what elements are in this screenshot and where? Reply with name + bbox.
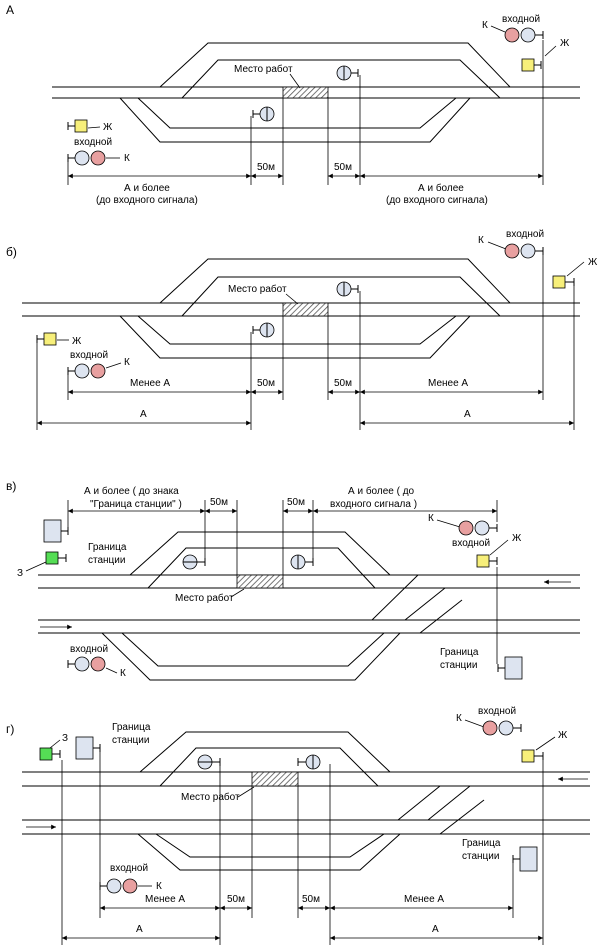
svg-text:А и более ( до: А и более ( до — [348, 485, 415, 497]
svg-text:Граница: Граница — [88, 542, 127, 553]
svg-text:К: К — [478, 235, 484, 246]
svg-text:50м: 50м — [257, 378, 275, 389]
svg-text:входной: входной — [110, 863, 148, 874]
entry-signal-left-g: входной К — [99, 863, 162, 894]
svg-text:станции: станции — [440, 660, 477, 671]
svg-text:А и более: А и более — [124, 182, 170, 194]
station-boundary-left-g: З Граница станции — [39, 722, 151, 761]
entry-signal-left-b: Ж входной К — [36, 332, 130, 379]
svg-text:Менее А: Менее А — [145, 894, 185, 905]
svg-text:входной: входной — [502, 14, 540, 25]
svg-text:Менее А: Менее А — [130, 378, 170, 389]
svg-text:входного сигнала ): входного сигнала ) — [330, 499, 417, 510]
svg-text:(до входного сигнала): (до входного сигнала) — [96, 195, 198, 206]
entry-signal-right-v: К входной Ж — [428, 513, 522, 568]
entry-signal-left-v: входной К — [67, 644, 126, 679]
entry-signal-right: входной К Ж — [482, 14, 570, 72]
svg-text:Ж: Ж — [72, 336, 82, 347]
svg-text:станции: станции — [88, 555, 125, 566]
svg-text:К: К — [456, 713, 462, 724]
svg-text:50м: 50м — [257, 162, 275, 173]
svg-text:З: З — [62, 733, 68, 744]
svg-text:"Граница станции" ): "Граница станции" ) — [90, 499, 182, 510]
svg-text:Ж: Ж — [560, 38, 570, 49]
station-boundary-right: Граница станции — [440, 647, 523, 680]
svg-text:А: А — [464, 409, 471, 420]
entry-signal-right-b: входной К Ж — [478, 229, 598, 289]
svg-text:50м: 50м — [227, 894, 245, 905]
svg-text:А и более: А и более — [418, 182, 464, 194]
svg-text:К: К — [156, 881, 162, 892]
svg-text:входной: входной — [74, 137, 112, 148]
svg-text:К: К — [482, 20, 488, 31]
svg-text:50м: 50м — [287, 497, 305, 508]
svg-text:Граница: Граница — [462, 838, 501, 849]
panel-b-label: б) — [6, 245, 17, 259]
svg-text:А и более ( до знака: А и более ( до знака — [84, 485, 179, 497]
svg-text:Ж: Ж — [512, 533, 522, 544]
shunt-signal-upper — [336, 65, 359, 81]
svg-text:Ж: Ж — [588, 257, 598, 268]
svg-text:К: К — [124, 153, 130, 164]
panel-v: в) Место работ З — [6, 479, 580, 681]
svg-text:Менее А: Менее А — [428, 378, 468, 389]
svg-text:50м: 50м — [334, 162, 352, 173]
work-area — [282, 86, 329, 99]
panel-b: б) Место работ входной К Ж — [6, 229, 598, 430]
svg-text:входной: входной — [506, 229, 544, 240]
svg-text:50м: 50м — [334, 378, 352, 389]
svg-text:входной: входной — [452, 538, 490, 549]
svg-text:Менее А: Менее А — [404, 894, 444, 905]
panel-a: А Место работ входной К — [6, 3, 580, 206]
work-area-label: Место работ — [234, 63, 293, 75]
panel-v-label: в) — [6, 479, 16, 493]
svg-text:Ж: Ж — [103, 122, 113, 133]
svg-text:входной: входной — [70, 644, 108, 655]
station-boundary-left: З Граница станции — [17, 519, 127, 579]
svg-text:Место работ: Место работ — [181, 791, 240, 803]
svg-text:К: К — [120, 668, 126, 679]
panel-g-label: г) — [6, 722, 14, 736]
svg-text:станции: станции — [462, 851, 499, 862]
entry-signal-left: Ж входной К — [67, 119, 130, 166]
svg-text:станции: станции — [112, 735, 149, 746]
svg-text:А: А — [140, 409, 147, 420]
panel-g: г) Место работ З — [6, 706, 590, 945]
svg-text:Место работ: Место работ — [228, 283, 287, 295]
shunt-signal-lower — [252, 106, 275, 122]
svg-text:К: К — [428, 513, 434, 524]
svg-text:А: А — [136, 924, 143, 935]
svg-text:Граница: Граница — [112, 722, 151, 733]
station-boundary-right-g: Граница станции — [462, 838, 538, 872]
svg-text:50м: 50м — [302, 894, 320, 905]
entry-signal-right-g: входной К Ж — [456, 706, 568, 763]
svg-text:входной: входной — [70, 350, 108, 361]
panel-a-label: А — [6, 3, 14, 17]
svg-text:А: А — [432, 924, 439, 935]
svg-text:З: З — [17, 568, 23, 579]
svg-text:входной: входной — [478, 706, 516, 717]
svg-text:(до входного сигнала): (до входного сигнала) — [386, 195, 488, 206]
svg-text:К: К — [124, 357, 130, 368]
svg-text:Граница: Граница — [440, 647, 479, 658]
svg-text:Ж: Ж — [558, 730, 568, 741]
svg-text:50м: 50м — [210, 497, 228, 508]
svg-text:Место работ: Место работ — [175, 592, 234, 604]
